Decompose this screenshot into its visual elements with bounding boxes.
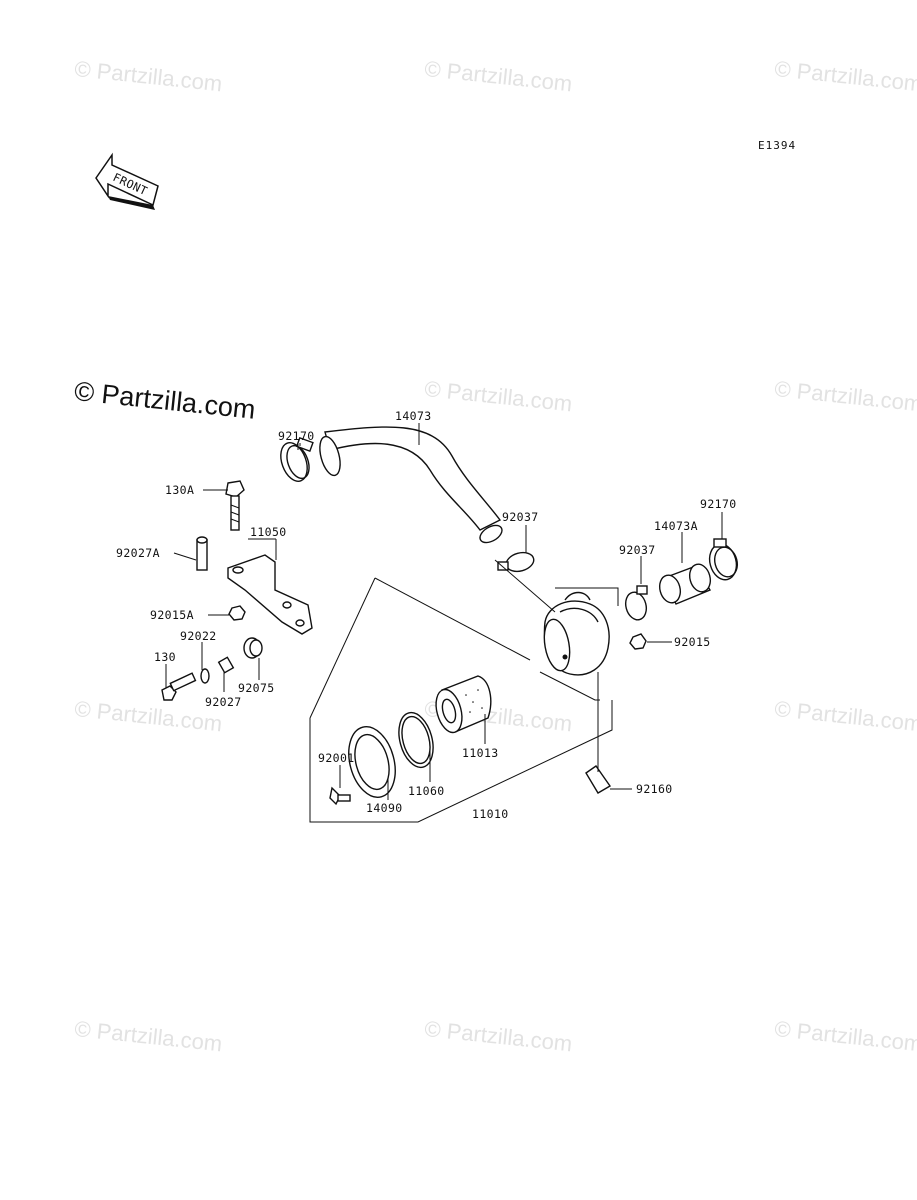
part-label: 14073A — [654, 519, 698, 533]
part-label: 92001 — [318, 751, 355, 765]
front-arrow-icon: FRONT — [95, 152, 159, 210]
nut — [228, 605, 246, 621]
grommet — [243, 637, 263, 659]
part-labels: 92170 14073 130A 11050 92027A 92015A 920… — [116, 409, 737, 821]
gasket — [398, 711, 434, 769]
part-label: 92037 — [502, 510, 539, 524]
wing-nut — [329, 786, 351, 806]
hose-clamp — [280, 436, 314, 482]
part-label: 92075 — [238, 681, 275, 695]
intake-hose — [319, 426, 503, 544]
part-label: 14073 — [395, 409, 432, 423]
part-label: 130 — [154, 650, 176, 664]
mounting-bracket — [227, 554, 313, 635]
washer — [200, 668, 210, 684]
leader-lines — [165, 423, 723, 800]
part-label: 14090 — [366, 801, 403, 815]
hose-clamp-right — [624, 585, 648, 621]
part-label: 11010 — [472, 807, 509, 821]
part-label: 130A — [165, 483, 194, 497]
part-label: 92170 — [278, 429, 315, 443]
hose-clamp-small — [497, 551, 535, 573]
part-label: 11013 — [462, 746, 499, 760]
cover-plate — [348, 726, 396, 798]
diagram-code: E1394 — [758, 139, 797, 152]
warning-label — [585, 765, 612, 794]
part-label: 92027A — [116, 546, 160, 560]
part-label: 92170 — [700, 497, 737, 511]
filter-element — [435, 675, 492, 734]
part-label: 92027 — [205, 695, 242, 709]
hose-clamp-right-large — [708, 538, 739, 581]
duct — [658, 563, 712, 605]
collar — [196, 536, 208, 571]
air-cleaner-housing — [543, 591, 610, 676]
part-label: 92022 — [180, 629, 217, 643]
part-label: 11060 — [408, 784, 445, 798]
part-label: 92015A — [150, 608, 194, 622]
nut-right — [629, 633, 647, 650]
part-label: 92160 — [636, 782, 673, 796]
part-label: 92015 — [674, 635, 711, 649]
part-label: 92037 — [619, 543, 656, 557]
bolt — [225, 480, 245, 531]
collar-small — [217, 656, 235, 674]
part-label: 11050 — [250, 525, 287, 539]
bolt-small — [161, 672, 197, 701]
